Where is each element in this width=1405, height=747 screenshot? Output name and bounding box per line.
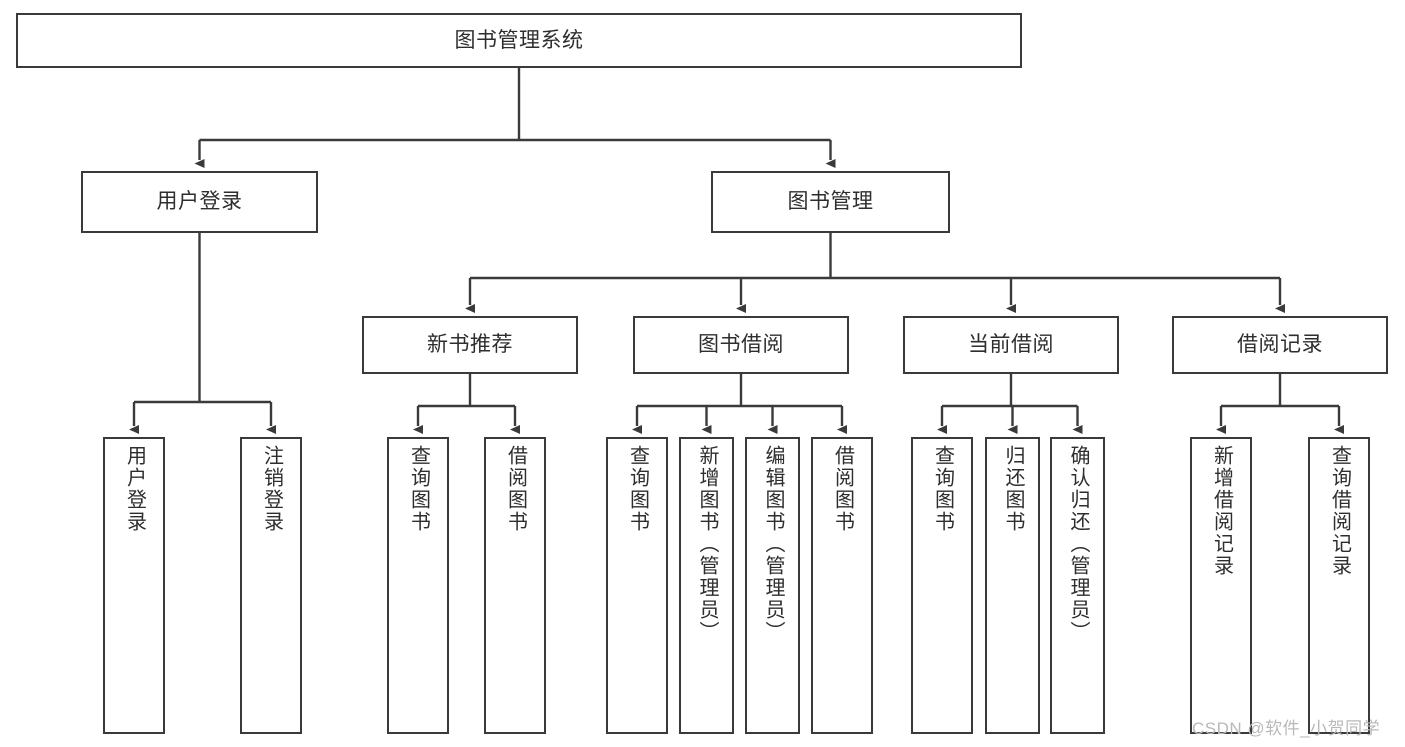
leaf-logout[interactable]: 注销登录 [240, 437, 302, 734]
leaf-borrow-book-recommend[interactable]: 借阅图书 [484, 437, 546, 734]
leaf-add-book-label: 新增图书（管理员） [696, 445, 718, 643]
node-current-borrow-label: 当前借阅 [968, 333, 1054, 357]
leaf-user-login-label: 用户登录 [123, 445, 146, 533]
leaf-query-borrow-record-label: 查询借阅记录 [1328, 445, 1351, 577]
leaf-query-book-current[interactable]: 查询图书 [911, 437, 973, 734]
leaf-query-book-borrow[interactable]: 查询图书 [606, 437, 668, 734]
leaf-borrow-book-recommend-label: 借阅图书 [504, 445, 527, 533]
node-user-login[interactable]: 用户登录 [81, 171, 318, 233]
leaf-query-borrow-record[interactable]: 查询借阅记录 [1308, 437, 1370, 734]
leaf-borrow-book[interactable]: 借阅图书 [811, 437, 873, 734]
leaf-return-book-label: 归还图书 [1002, 445, 1024, 533]
leaf-add-borrow-record-label: 新增借阅记录 [1210, 445, 1233, 577]
node-root[interactable]: 图书管理系统 [16, 13, 1022, 68]
leaf-query-book-borrow-label: 查询图书 [626, 445, 649, 533]
node-borrow-record-label: 借阅记录 [1237, 333, 1323, 357]
node-book-management[interactable]: 图书管理 [711, 171, 950, 233]
leaf-query-book-current-label: 查询图书 [931, 445, 954, 533]
node-borrow-record[interactable]: 借阅记录 [1172, 316, 1388, 374]
leaf-query-book-recommend-label: 查询图书 [407, 445, 430, 533]
leaf-edit-book-label: 编辑图书（管理员） [762, 445, 784, 643]
leaf-logout-label: 注销登录 [260, 445, 283, 533]
node-new-book-recommend[interactable]: 新书推荐 [362, 316, 578, 374]
leaf-add-borrow-record[interactable]: 新增借阅记录 [1190, 437, 1252, 734]
leaf-add-book[interactable]: 新增图书（管理员） [679, 437, 734, 734]
leaf-edit-book[interactable]: 编辑图书（管理员） [745, 437, 800, 734]
leaf-user-login[interactable]: 用户登录 [103, 437, 165, 734]
node-user-login-label: 用户登录 [156, 190, 243, 214]
node-book-borrow-label: 图书借阅 [698, 333, 784, 357]
leaf-query-book-recommend[interactable]: 查询图书 [387, 437, 449, 734]
leaf-return-book[interactable]: 归还图书 [985, 437, 1040, 734]
node-root-label: 图书管理系统 [454, 28, 584, 52]
leaf-confirm-return[interactable]: 确认归还（管理员） [1050, 437, 1105, 734]
node-book-management-label: 图书管理 [787, 190, 874, 214]
leaf-confirm-return-label: 确认归还（管理员） [1067, 445, 1089, 643]
node-current-borrow[interactable]: 当前借阅 [903, 316, 1119, 374]
node-book-borrow[interactable]: 图书借阅 [633, 316, 849, 374]
connector-lines [129, 68, 1344, 434]
leaf-borrow-book-label: 借阅图书 [831, 445, 854, 533]
node-new-book-recommend-label: 新书推荐 [427, 333, 513, 357]
